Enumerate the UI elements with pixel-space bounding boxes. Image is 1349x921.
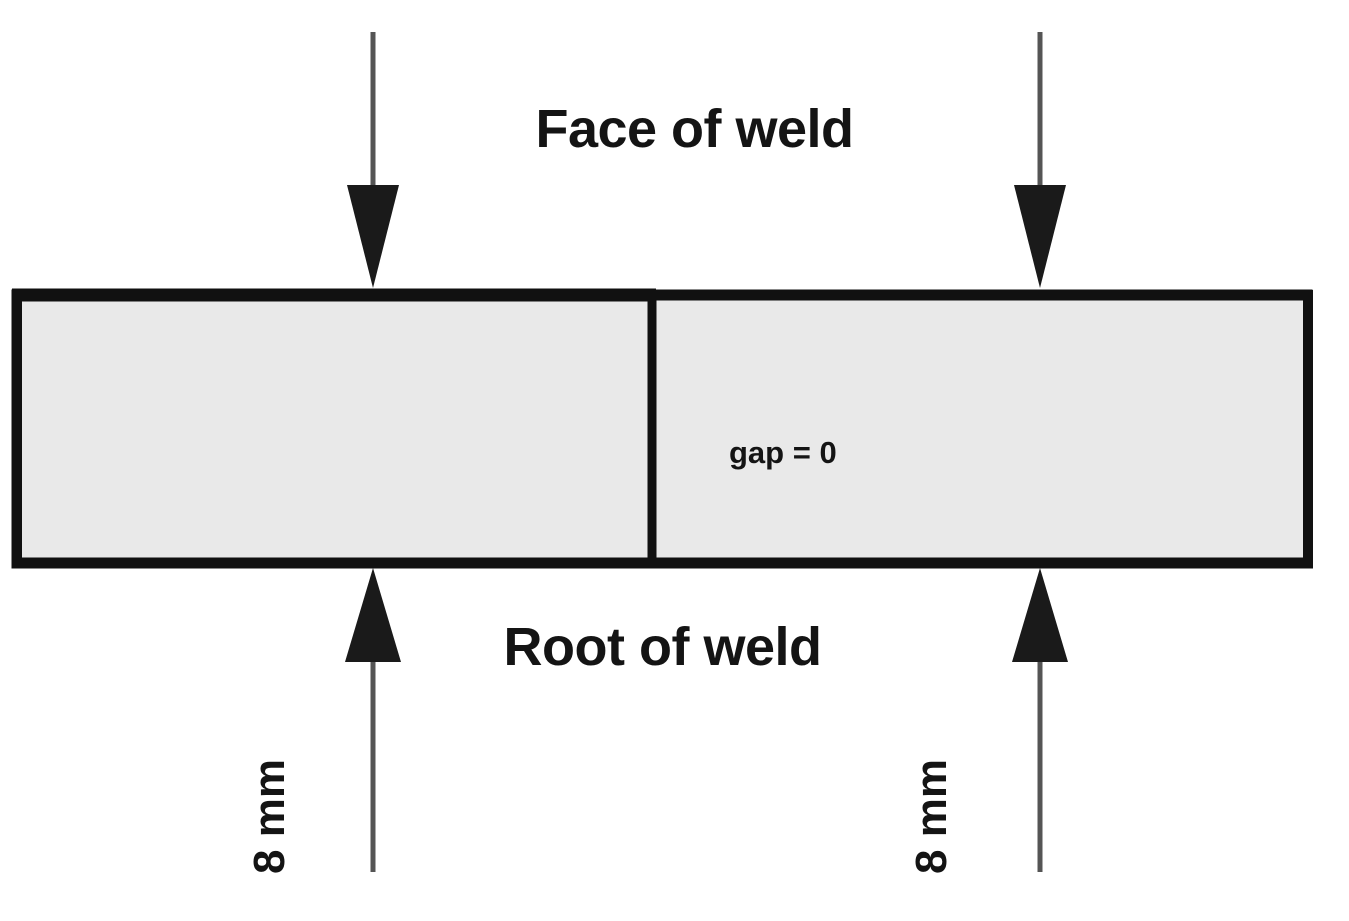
gap-value-label: gap = 0: [729, 435, 837, 470]
root-of-weld-label: Root of weld: [503, 617, 822, 677]
face-arrow-left: [347, 32, 399, 288]
plate-fill: [16, 294, 1308, 564]
thickness-label-left: 8 mm: [245, 759, 294, 874]
face-arrow-right: [1014, 32, 1066, 288]
face-arrow-right-head: [1014, 185, 1066, 288]
face-of-weld-label: Face of weld: [535, 99, 854, 159]
root-arrow-left-head: [345, 568, 401, 662]
root-arrow-right: [1012, 568, 1068, 872]
thickness-label-right: 8 mm: [907, 759, 956, 874]
root-arrow-left: [345, 568, 401, 872]
plate-group: [11, 288, 1313, 569]
root-arrow-right-head: [1012, 568, 1068, 662]
face-arrow-left-head: [347, 185, 399, 288]
